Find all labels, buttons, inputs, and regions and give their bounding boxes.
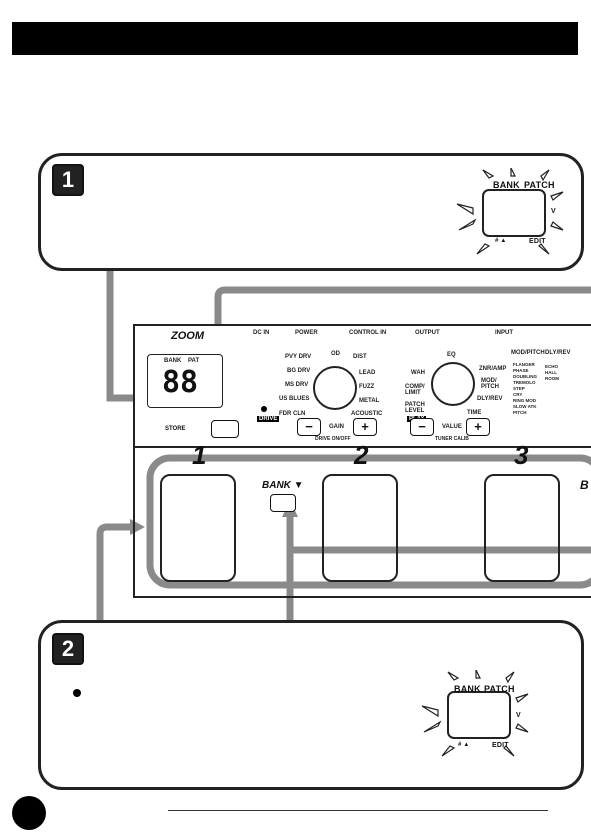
store-button[interactable] [211, 420, 239, 438]
device-top-panel: ZOOM BANK PAT 88 DC IN POWER CONTROL IN … [133, 324, 591, 448]
pedal-number-1: 1 [192, 440, 207, 470]
bank-right-label: B [580, 478, 589, 492]
lcd-bottom-mark: # ▲ [495, 238, 507, 244]
mod-pitch-header: MOD/PITCH [511, 350, 545, 356]
display-bank-label: BANK [164, 358, 182, 364]
bank-down-button[interactable] [270, 494, 296, 512]
eq-label-comp: COMP/ LIMIT [405, 384, 425, 396]
drive-label-od: OD [331, 351, 340, 357]
drive-led [261, 406, 267, 412]
flash-rays-icon [421, 669, 529, 757]
device-logo: ZOOM [171, 330, 204, 342]
tuner-calib-label: TUNER CALIB [435, 436, 469, 442]
lcd-bottom-mark: # ▲ [458, 742, 470, 748]
label-control-in: CONTROL IN [349, 330, 387, 336]
footswitch-1[interactable] [160, 474, 236, 582]
drive-label-acoustic: ACOUSTIC [351, 411, 383, 417]
drive-label-bg-drv: BG DRV [287, 368, 311, 374]
drive-badge: DRIVE [257, 416, 280, 422]
gain-minus-button[interactable]: − [297, 418, 321, 436]
step-1-number: 1 [52, 164, 84, 196]
lcd-patch-label: PATCH [524, 180, 555, 190]
footswitch-3[interactable] [484, 474, 560, 582]
lcd-edit-label: EDIT [492, 742, 509, 749]
eq-label-dly-rev: DLY/REV [477, 396, 503, 402]
lcd-bank-label: BANK [493, 180, 520, 190]
mod-item: TREMOLO [513, 380, 536, 385]
mod-item: PHASE [513, 368, 529, 373]
store-label: STORE [165, 426, 186, 432]
drive-label-fuzz: FUZZ [359, 384, 375, 390]
label-output: OUTPUT [415, 330, 440, 336]
drive-label-ms-drv: MS DRV [285, 382, 309, 388]
lcd-patch-label: PATCH [484, 684, 515, 694]
footswitch-2[interactable] [322, 474, 398, 582]
value-plus-button[interactable]: + [466, 418, 490, 436]
eq-label-patch-level: PATCH LEVEL [405, 402, 425, 414]
mod-item: FLANGER [513, 362, 535, 367]
lcd-edit-label: EDIT [529, 238, 546, 245]
mod-item: STEP [513, 386, 525, 391]
display-frame: BANK PAT 88 [147, 354, 223, 408]
dly-item: ROOM [545, 376, 559, 381]
flash-rays-icon [456, 167, 564, 255]
dly-item: ECHO [545, 364, 559, 369]
eq-label-time: TIME [467, 410, 482, 416]
pedal-number-3: 3 [514, 440, 529, 470]
lcd-illustration-2: BANK PATCH EDIT V # ▲ [420, 669, 532, 758]
eq-label-eq: EQ [447, 352, 456, 358]
mod-item: SLOW ATK [513, 404, 537, 409]
led-display: 88 [162, 365, 199, 400]
value-minus-button[interactable]: − [410, 418, 434, 436]
lcd-side-mark: V [551, 208, 556, 215]
label-input: INPUT [495, 330, 513, 336]
lcd-bank-label: BANK [454, 684, 481, 694]
drive-label-fdr-cln: FDR CLN [279, 411, 306, 417]
device-lower-panel [133, 444, 591, 598]
pedal-number-2: 2 [354, 440, 369, 470]
display-patch-label: PAT [188, 358, 200, 364]
section-header-bar [12, 22, 578, 55]
edit-knob[interactable] [431, 362, 475, 406]
eq-label-mod-pitch: MOD/ PITCH [481, 378, 499, 390]
drive-label-metal: METAL [359, 398, 380, 404]
gain-label: GAIN [329, 424, 344, 430]
drive-label-lead: LEAD [359, 370, 376, 376]
mod-item: DOUBLING [513, 374, 537, 379]
drive-onoff-label: DRIVE ON/OFF [315, 436, 351, 442]
step-2-number: 2 [52, 633, 84, 665]
page-number-circle [12, 796, 46, 830]
gain-plus-button[interactable]: + [353, 418, 377, 436]
footer-rule [168, 810, 548, 811]
dly-rev-list: ECHO HALL ROOM [545, 364, 575, 382]
drive-knob[interactable] [313, 366, 357, 410]
dly-rev-header: DLY/REV [545, 350, 571, 356]
mod-item: RING MOD [513, 398, 536, 403]
eq-label-wah: WAH [411, 370, 425, 376]
drive-label-pvy-drv: PVY DRV [285, 354, 312, 360]
lcd-side-mark: V [516, 712, 521, 719]
drive-label-dist: DIST [353, 354, 367, 360]
mod-item: CRY [513, 392, 523, 397]
mod-item: PITCH [513, 410, 527, 415]
label-dc-in: DC IN [253, 330, 270, 336]
dly-item: HALL [545, 370, 557, 375]
label-power: POWER [295, 330, 318, 336]
lcd-illustration-1: BANK PATCH EDIT V # ▲ [455, 167, 567, 256]
bank-pedal-label: BANK ▼ [262, 480, 304, 491]
mod-pitch-list: FLANGER PHASE DOUBLING TREMOLO STEP CRY … [513, 362, 553, 416]
eq-label-znr-amp: ZNR/AMP [479, 366, 507, 372]
drive-label-us-blues: US BLUES [279, 396, 310, 402]
value-label: VALUE [442, 424, 462, 430]
bullet-point [73, 689, 81, 697]
